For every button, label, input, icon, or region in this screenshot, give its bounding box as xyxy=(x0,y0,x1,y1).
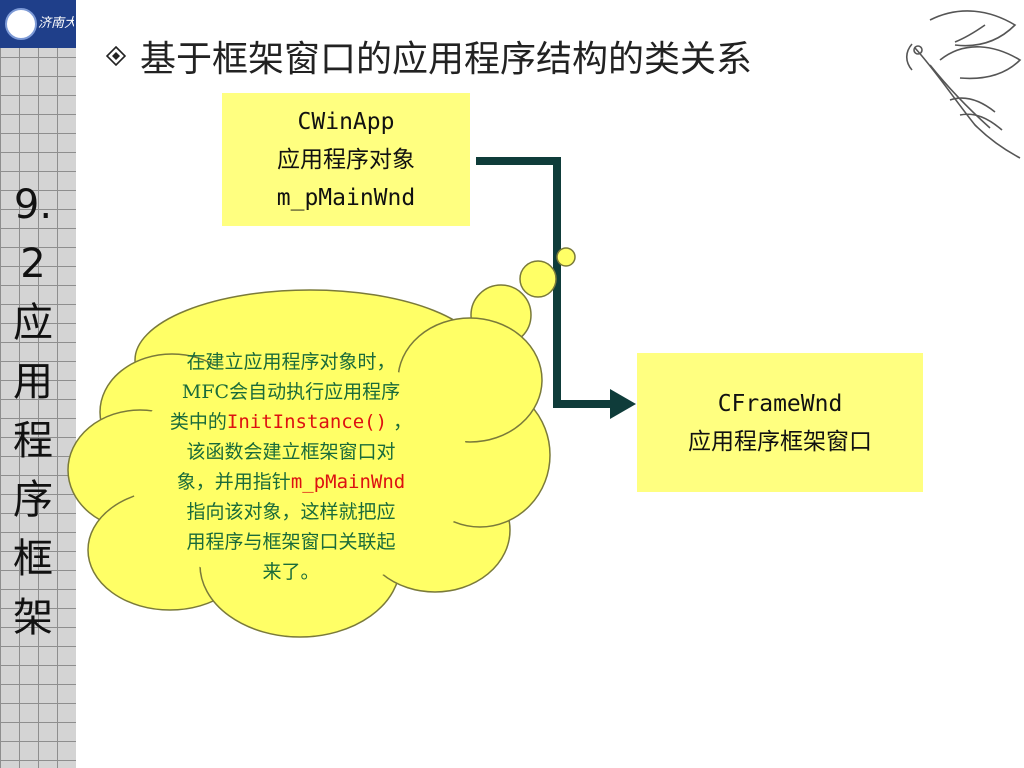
slide-title-row: 基于框架窗口的应用程序结构的类关系 xyxy=(106,26,752,86)
section-title: 9.2应用程序框架 xyxy=(13,182,53,641)
callout-segment: 象，并用指针 xyxy=(176,471,291,493)
callout-line: 象，并用指针m_pMainWnd xyxy=(128,467,454,497)
university-logo: 济南大学 xyxy=(0,0,76,48)
callout-line: 用程序与框架窗口关联起 xyxy=(186,531,396,553)
thought-bubble-medium xyxy=(519,260,557,298)
cframewnd-box: CFrameWnd 应用程序框架窗口 xyxy=(637,353,923,492)
connector-arrowhead xyxy=(610,389,636,419)
connector-line xyxy=(476,157,612,408)
callout-line: 类中的InitInstance() ， xyxy=(128,407,454,437)
callout-segment: 类中的 xyxy=(169,411,227,433)
cframewnd-description: 应用程序框架窗口 xyxy=(688,428,872,455)
decorative-crane-icon xyxy=(905,10,1022,159)
sidebar: 济南大学 9.2应用程序框架 xyxy=(0,0,76,768)
callout-line: MFC会自动执行应用程序 xyxy=(181,381,401,403)
callout-segment: ， xyxy=(387,411,413,433)
callout-line: 指向该对象，这样就把应 xyxy=(186,501,396,523)
initinstance-highlight: InitInstance() xyxy=(226,411,388,433)
cframewnd-class-name: CFrameWnd xyxy=(717,390,843,417)
callout-text: 在建立应用程序对象时， MFC会自动执行应用程序 类中的InitInstance… xyxy=(128,347,454,587)
callout-line: 该函数会建立框架窗口对 xyxy=(186,441,396,463)
logo-text: 济南大学 xyxy=(38,16,74,31)
cwinapp-box: CWinApp 应用程序对象 m_pMainWnd xyxy=(222,93,470,226)
callout-line: 来了。 xyxy=(262,561,320,583)
callout-cloud xyxy=(67,289,551,638)
cwinapp-description: 应用程序对象 xyxy=(277,146,415,173)
slide-title: 基于框架窗口的应用程序结构的类关系 xyxy=(140,39,753,80)
cwinapp-member: m_pMainWnd xyxy=(276,184,416,211)
diamond-bullet-icon xyxy=(106,46,126,66)
pmainwnd-highlight: m_pMainWnd xyxy=(290,471,406,493)
emblem-icon xyxy=(5,8,37,40)
cwinapp-class-name: CWinApp xyxy=(297,108,395,135)
thought-bubble-small xyxy=(556,247,576,267)
callout-line: 在建立应用程序对象时， xyxy=(186,351,396,373)
